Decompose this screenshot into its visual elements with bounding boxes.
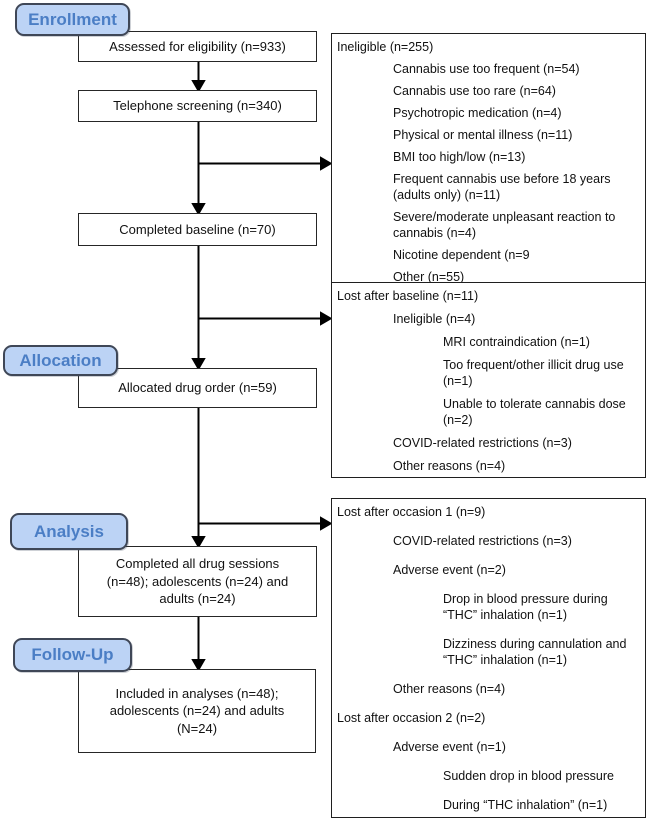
reason-item: Lost after occasion 1 (n=9) [337, 505, 486, 519]
flow-box-sessions: Completed all drug sessions (n=48); adol… [78, 546, 317, 617]
reason-item: BMI too high/low (n=13) [393, 150, 526, 164]
reason-item: Cannabis use too rare (n=64) [393, 84, 556, 98]
reason-item: During “THC inhalation” (n=1) [443, 798, 608, 812]
reason-item: Nicotine dependent (n=9 [393, 248, 530, 262]
flow-box-baseline: Completed baseline (n=70) [78, 213, 317, 246]
reason-item: Cannabis use too frequent (n=54) [393, 62, 580, 76]
side-box-lost-after-baseline: Lost after baseline (n=11) Ineligible (n=… [331, 282, 646, 478]
reason-item: Adverse event (n=2) [393, 563, 506, 577]
reason-item: Sudden drop in blood pressure [443, 769, 614, 783]
flow-box-text: Allocated drug order (n=59) [118, 380, 277, 396]
reason-item: Psychotropic medication (n=4) [393, 106, 562, 120]
flow-box-text: Completed all drug sessions (n=48); adol… [106, 556, 289, 607]
flow-box-assessed: Assessed for eligibility (n=933) [78, 31, 317, 62]
reason-item: Adverse event (n=1) [393, 740, 506, 754]
flow-box-allocated: Allocated drug order (n=59) [78, 368, 317, 408]
stage-label-text: Allocation [19, 350, 102, 370]
stage-label-enrollment: Enrollment [15, 3, 130, 36]
stage-label-allocation: Allocation [3, 345, 118, 376]
flow-box-text: Completed baseline (n=70) [119, 221, 276, 237]
flow-box-text: Telephone screening (n=340) [113, 98, 282, 114]
reason-item: Dizziness during cannulation and “THC” i… [443, 637, 627, 667]
reason-item: MRI contraindication (n=1) [443, 335, 590, 349]
reason-item: Ineligible (n=255) [337, 40, 434, 54]
side-box-lost-after-occasions: Lost after occasion 1 (n=9) COVID-related… [331, 498, 646, 818]
flow-box-telephone: Telephone screening (n=340) [78, 90, 317, 122]
reason-item: COVID-related restrictions (n=3) [393, 534, 572, 548]
side-box-ineligible: Ineligible (n=255) Cannabis use too frequ… [331, 33, 646, 283]
reason-item: Severe/moderate unpleasant reaction to c… [393, 210, 616, 240]
reason-item: Lost after baseline (n=11) [337, 289, 479, 303]
reason-item: Other reasons (n=4) [393, 459, 506, 473]
stage-label-followup: Follow-Up [13, 638, 132, 672]
flow-box-text: Included in analyses (n=48); adolescents… [109, 685, 285, 736]
reason-item: Lost after occasion 2 (n=2) [337, 711, 486, 725]
stage-label-text: Enrollment [28, 9, 117, 29]
reason-item: COVID-related restrictions (n=3) [393, 436, 572, 450]
reason-item: Physical or mental illness (n=11) [393, 128, 573, 142]
reason-item: Other reasons (n=4) [393, 682, 506, 696]
flow-box-included: Included in analyses (n=48); adolescents… [78, 669, 316, 753]
reason-item: Frequent cannabis use before 18 years (a… [393, 172, 611, 202]
reason-item: Other (n=55) [393, 270, 465, 283]
flow-box-text: Assessed for eligibility (n=933) [109, 38, 286, 54]
reason-item: Drop in blood pressure during “THC” inha… [443, 592, 608, 622]
reason-item: Unable to tolerate cannabis dose (n=2) [443, 397, 626, 427]
reason-item: Ineligible (n=4) [393, 312, 476, 326]
stage-label-text: Follow-Up [31, 645, 114, 664]
stage-label-analysis: Analysis [10, 513, 128, 550]
reason-item: Too frequent/other illicit drug use (n=1… [443, 358, 624, 388]
stage-label-text: Analysis [34, 521, 104, 541]
